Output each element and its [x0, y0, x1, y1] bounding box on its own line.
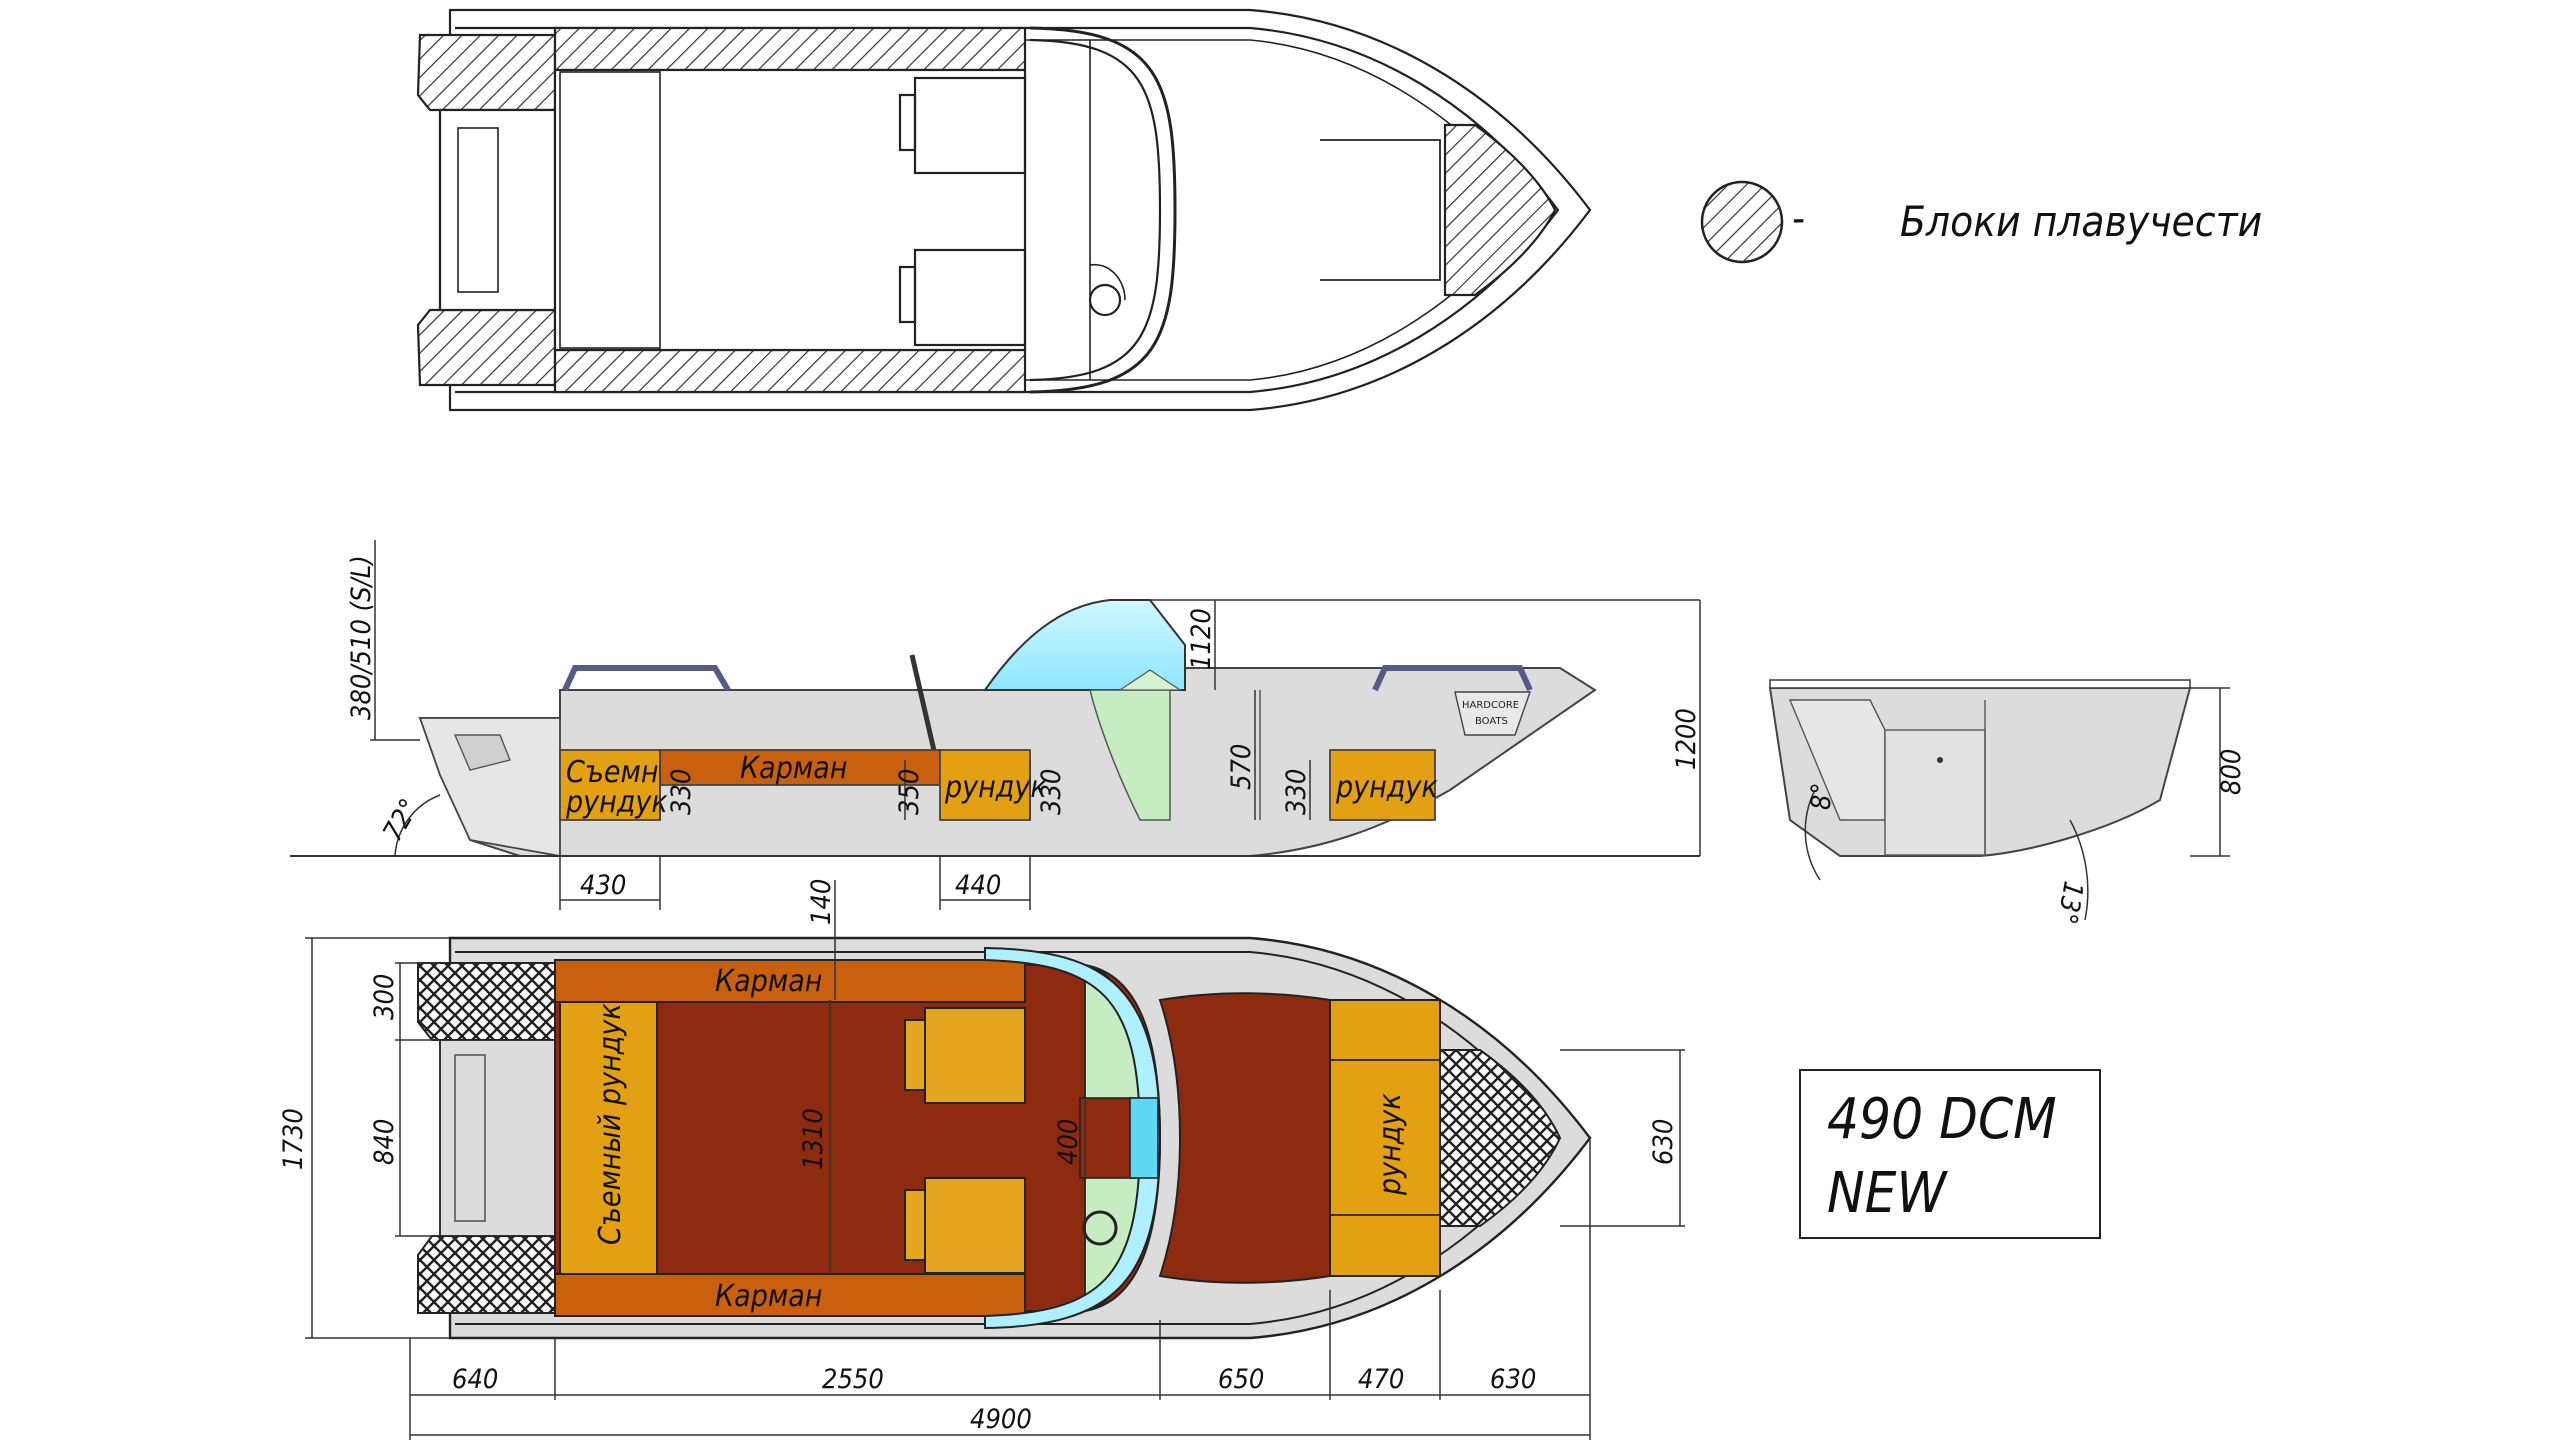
layout-pocket-upper	[554, 959, 1026, 1003]
layout-seat-upper	[924, 1007, 1026, 1104]
top-float-forepeak	[1443, 123, 1557, 297]
side-brand-badge	[1454, 691, 1531, 736]
dim-330a: 330	[666, 769, 697, 815]
dim-4900: 4900	[970, 1404, 1032, 1435]
dim-470: 470	[1358, 1364, 1404, 1395]
dim-430: 430	[580, 870, 626, 901]
layout-seat-lower	[924, 1177, 1026, 1274]
dim-angle-8: 8°	[1806, 782, 1837, 810]
legend: - Блоки плавучести	[1700, 180, 2262, 264]
layout-float-block-lower	[417, 1235, 556, 1314]
dim-630: 630	[1490, 1364, 1536, 1395]
side-badge-line1: HARDCORE	[1462, 700, 1519, 711]
model-title-line1: 490 DCM	[1827, 1087, 2057, 1152]
top-pocket-lower	[553, 348, 1027, 394]
top-pocket-upper	[553, 26, 1027, 72]
layout-pocket-lower	[554, 1273, 1026, 1317]
dim-330c: 330	[1281, 769, 1312, 815]
side-pocket-label: Карман	[740, 751, 847, 786]
model-title-box: 490 DCM NEW	[1799, 1069, 2101, 1239]
side-locker-bow	[1329, 749, 1436, 821]
side-console	[1089, 689, 1171, 821]
layout-locker-bow	[1329, 999, 1441, 1277]
top-windshield	[1029, 26, 1177, 394]
layout-float-forepeak	[1439, 1049, 1562, 1227]
layout-steering-wheel-icon	[1082, 1210, 1118, 1246]
layout-removable-locker-label: Съемный рундук	[593, 1003, 628, 1245]
dim-570: 570	[1226, 744, 1257, 790]
side-rail-bow	[1372, 665, 1533, 692]
dim-650: 650	[1218, 1364, 1264, 1395]
dim-440: 440	[955, 870, 1001, 901]
dim-2550: 2550	[822, 1364, 884, 1395]
dim-1120: 1120	[1186, 608, 1217, 670]
side-locker-bow-label: рундук	[1335, 770, 1438, 805]
legend-hatched-circle-icon	[1700, 180, 1784, 264]
dim-330b: 330	[1036, 769, 1067, 815]
dim-transom: 380/510 (S/L)	[346, 555, 377, 720]
dim-140: 140	[806, 879, 837, 925]
legend-text: Блоки плавучести	[1900, 197, 2262, 246]
dim-350: 350	[894, 769, 925, 815]
side-rail-stern	[562, 665, 731, 692]
top-steering-wheel	[1088, 283, 1122, 317]
cross-section-view: 800 8° 13°	[1768, 679, 2247, 927]
layout-locker-bow-label: рундук	[1373, 1093, 1408, 1196]
model-title-line2: NEW	[1827, 1161, 1949, 1226]
side-removable-locker	[559, 749, 661, 821]
top-float-block-upper	[416, 33, 557, 112]
layout-pocket-lower-label: Карман	[715, 1279, 822, 1314]
layout-removable-locker	[559, 1001, 658, 1275]
dim-1730: 1730	[278, 1108, 309, 1170]
layout-plan-view: Карман Карман Съемный рундук рундук	[278, 879, 1685, 1440]
side-profile-view: Съемный рундук Карман рундук рундук HARD…	[290, 540, 1702, 910]
side-badge-line2: BOATS	[1475, 716, 1508, 727]
dim-630-vertical: 630	[1648, 1119, 1679, 1165]
layout-floor-bow	[1158, 992, 1331, 1284]
dim-840: 840	[369, 1119, 400, 1165]
dim-angle-72: 72°	[377, 794, 425, 847]
legend-dash: -	[1792, 196, 1805, 242]
layout-float-block-upper	[417, 962, 556, 1041]
top-gunwale-inner	[455, 26, 1560, 394]
side-removable-locker-label-2: рундук	[565, 785, 668, 820]
top-plan-view	[416, 8, 1592, 412]
dim-angle-13: 13°	[2051, 879, 2089, 927]
layout-windshield	[984, 946, 1162, 1330]
dim-400: 400	[1053, 1119, 1084, 1165]
dim-1200: 1200	[1671, 708, 1702, 770]
layout-pocket-upper-label: Карман	[715, 964, 822, 999]
side-locker-mid-label: рундук	[944, 770, 1047, 805]
top-float-block-lower	[416, 308, 557, 387]
dim-640: 640	[452, 1364, 498, 1395]
dim-1310: 1310	[798, 1108, 829, 1170]
dim-800: 800	[2216, 749, 2247, 795]
dim-300: 300	[369, 974, 400, 1020]
